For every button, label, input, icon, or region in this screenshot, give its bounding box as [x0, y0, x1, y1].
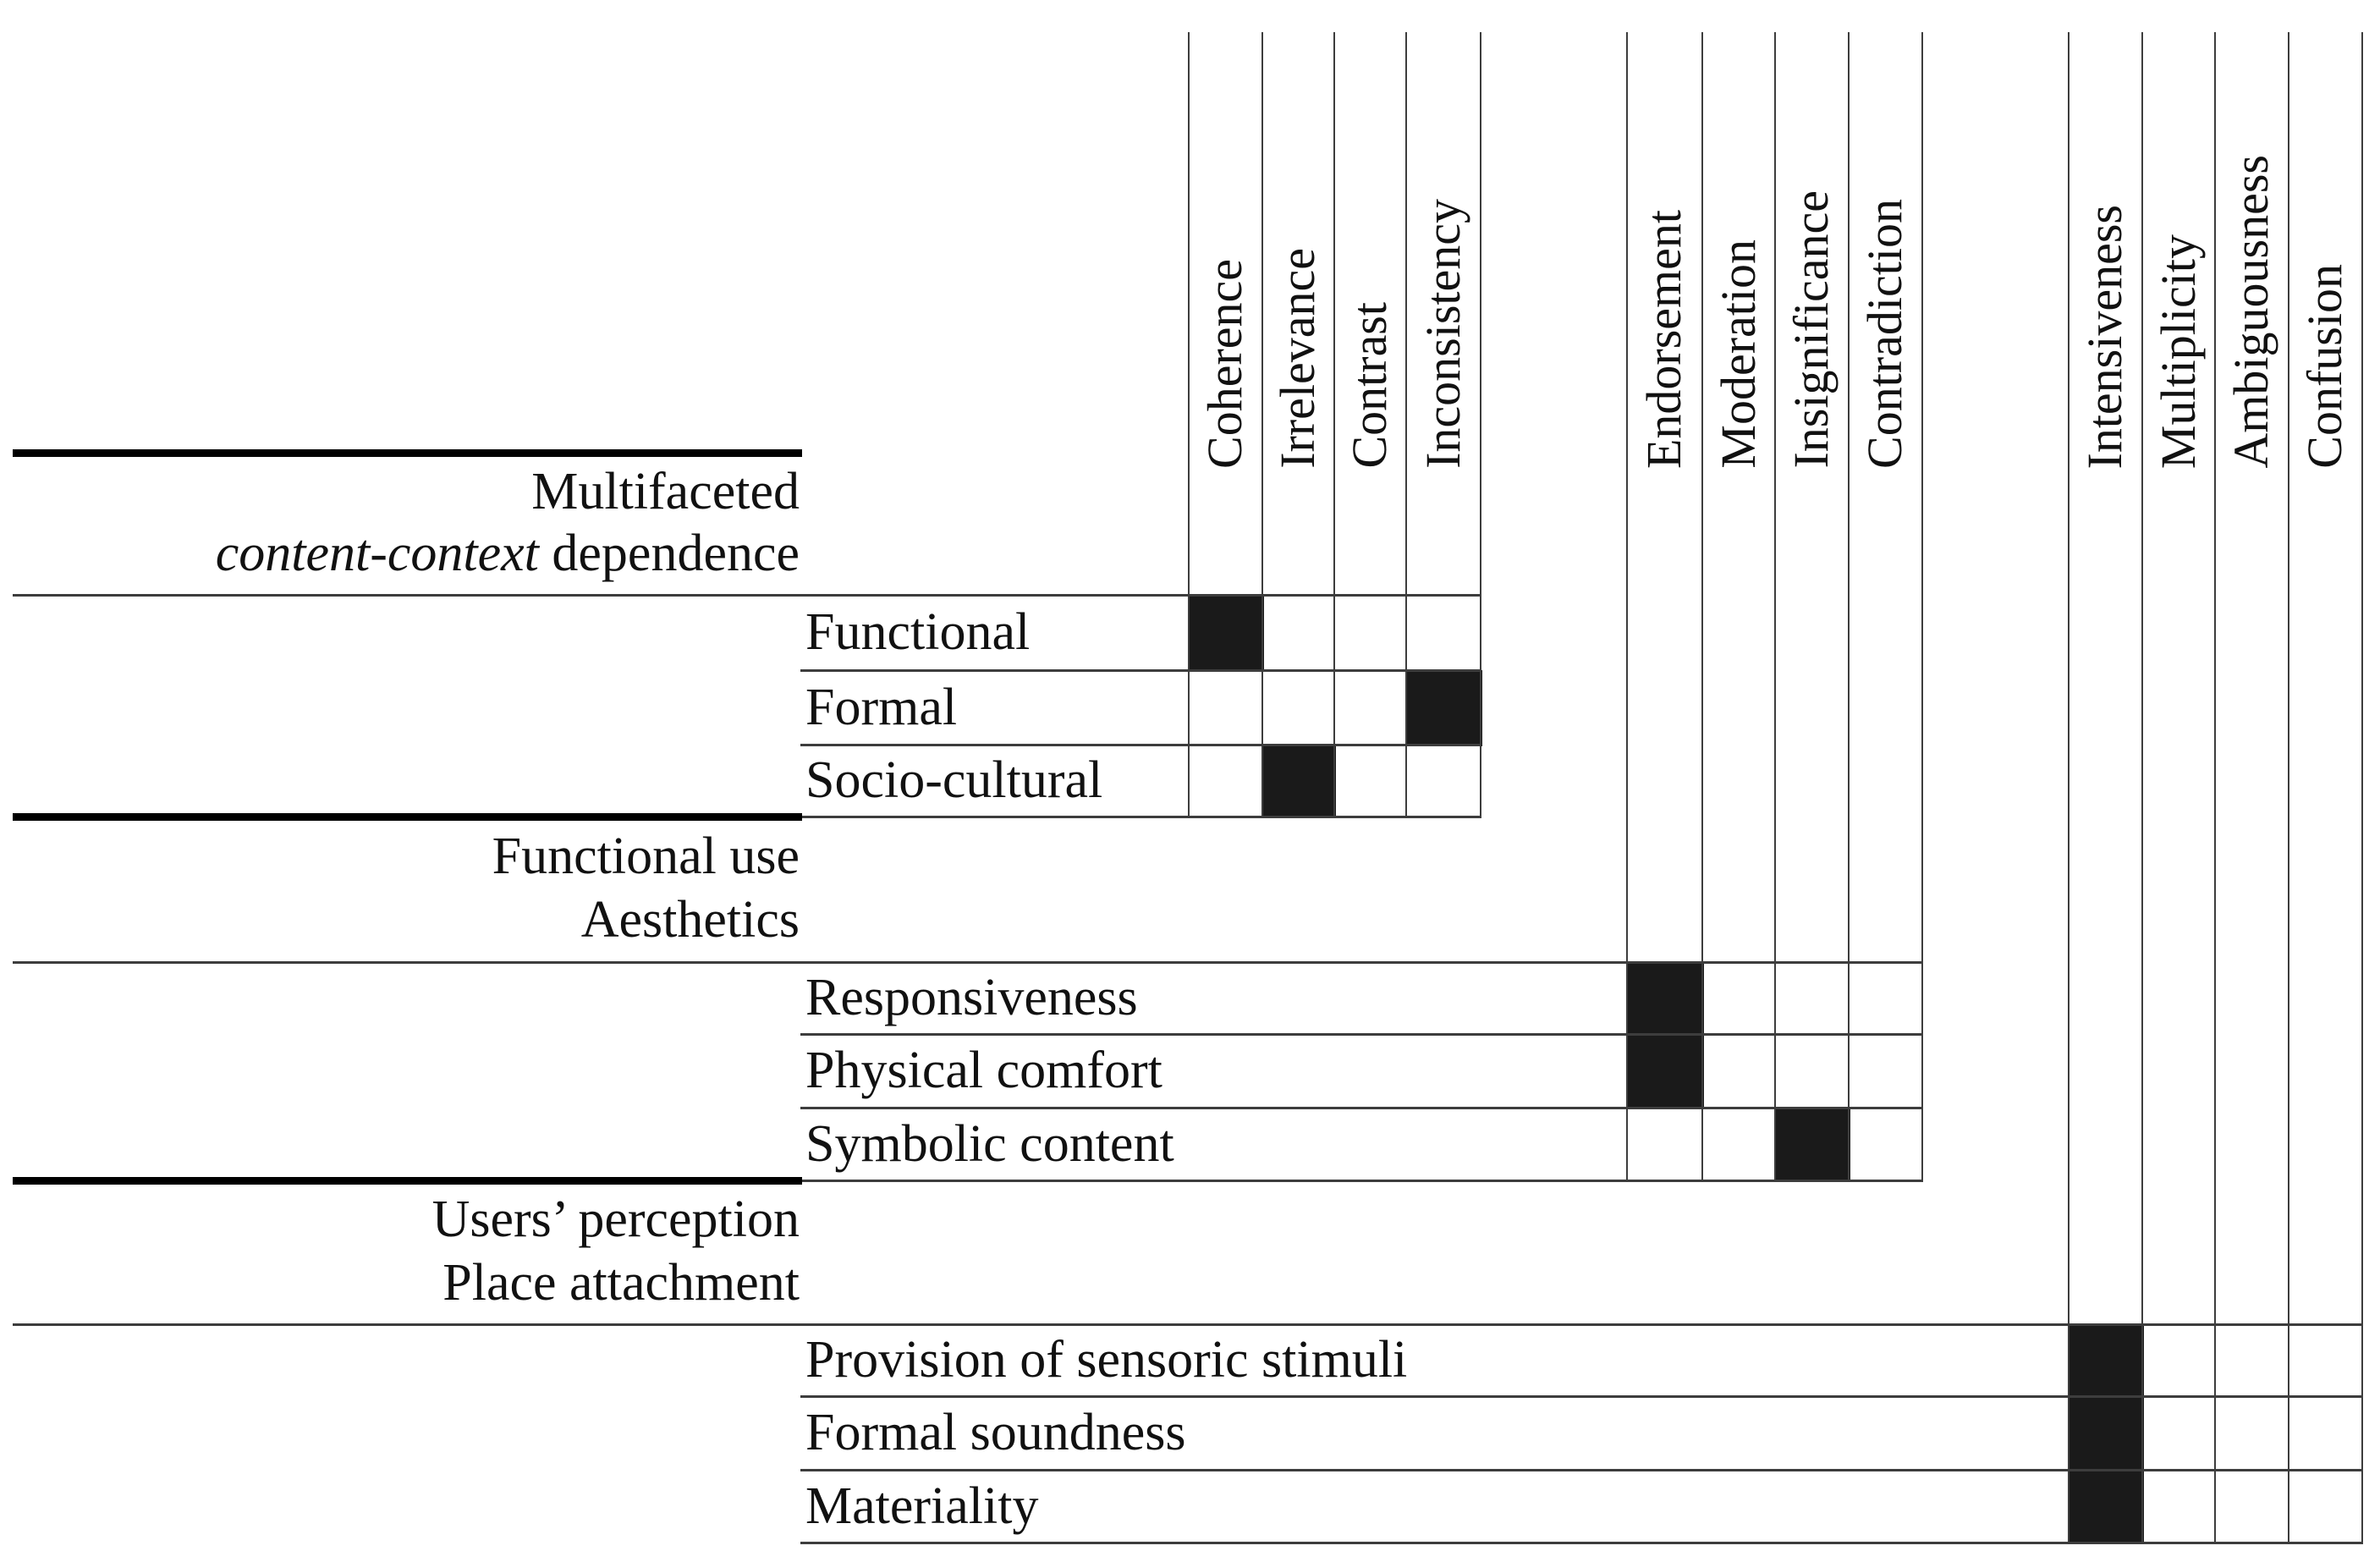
matrix-cell-mark — [1627, 1034, 1704, 1109]
grid-vline — [2361, 32, 2363, 1544]
row-label: Formal soundness — [805, 1404, 1186, 1461]
matrix-cell-mark — [2069, 1470, 2144, 1544]
section-title-italic-part: content-context — [215, 525, 539, 583]
column-header: Intensiveness — [2069, 32, 2142, 470]
section-divider — [13, 813, 802, 821]
grid-vline — [1188, 32, 1190, 818]
column-header: Contrast — [1334, 32, 1406, 469]
grid-hline — [800, 1395, 2363, 1398]
row-label: Physical comfort — [805, 1042, 1163, 1099]
section-title-line: Aesthetics — [581, 892, 800, 949]
column-header: Confusion — [2289, 32, 2362, 469]
section-title-part: dependence — [538, 525, 800, 583]
section-title-line: Functional use — [492, 828, 800, 885]
grid-vline — [1333, 32, 1335, 818]
grid-hline — [800, 1180, 1923, 1182]
column-header: Endorsement — [1627, 32, 1702, 469]
grid-hline — [800, 1542, 2363, 1544]
grid-hline — [800, 1033, 1923, 1036]
grid-vline — [2068, 32, 2069, 1544]
row-label: Symbolic content — [805, 1114, 1174, 1173]
section-title-line: content-context dependence — [216, 525, 800, 582]
column-header: Coherence — [1189, 32, 1262, 469]
column-header-label: Coherence — [1197, 259, 1253, 469]
grid-hline — [13, 1323, 2363, 1326]
section-title-part: Aesthetics — [580, 891, 800, 949]
section-title-part: Multifaceted — [531, 462, 800, 520]
grid-vline — [1405, 32, 1407, 818]
grid-vline — [2141, 32, 2143, 1544]
column-header-label: Insignificance — [1784, 190, 1839, 469]
row-label: Materiality — [805, 1477, 1039, 1535]
matrix-cell-mark — [1262, 745, 1336, 818]
column-header-label: Inconsistency — [1415, 199, 1470, 469]
section-title-part: Place attachment — [442, 1253, 800, 1312]
section-title-line: Place attachment — [442, 1253, 800, 1312]
grid-vline — [1626, 32, 1628, 1182]
column-header-label: Confusion — [2297, 264, 2353, 469]
column-header-label: Multiplicity — [2150, 234, 2206, 469]
grid-vline — [1261, 32, 1263, 818]
column-header: Moderation — [1702, 32, 1775, 469]
matrix-cell-mark — [1775, 1108, 1850, 1182]
grid-vline — [2214, 32, 2216, 1544]
column-header-label: Ambiguousness — [2223, 155, 2279, 469]
column-header-label: Contradiction — [1857, 199, 1913, 469]
grid-hline — [13, 961, 1923, 964]
grid-hline — [800, 1107, 1923, 1109]
column-header: Inconsistency — [1406, 32, 1481, 469]
section-title-line: Multifaceted — [531, 462, 800, 520]
grid-hline — [800, 1469, 2363, 1471]
row-label: Responsiveness — [805, 969, 1138, 1026]
section-title-part: Functional use — [492, 828, 800, 886]
grid-hline — [13, 594, 1481, 597]
matrix-cell-mark — [1627, 962, 1704, 1036]
column-header: Multiplicity — [2142, 32, 2215, 469]
column-header-label: Irrelevance — [1270, 248, 1326, 469]
grid-vline — [1848, 32, 1850, 1182]
row-label: Provision of sensoric stimuli — [805, 1331, 1408, 1389]
grid-vline — [1701, 32, 1703, 1182]
section-title-line: Users’ perception — [432, 1191, 800, 1248]
grid-vline — [1774, 32, 1776, 1182]
grid-hline — [800, 816, 1481, 818]
column-header: Ambiguousness — [2215, 32, 2289, 469]
column-header-label: Intensiveness — [2077, 204, 2133, 470]
section-divider — [13, 449, 802, 457]
column-header-label: Contrast — [1342, 302, 1398, 469]
row-label: Socio-cultural — [805, 751, 1103, 809]
section-title-part: Users’ perception — [431, 1191, 800, 1249]
grid-vline — [1921, 32, 1923, 1182]
grid-vline — [2288, 32, 2289, 1544]
matrix-cell-mark — [1189, 595, 1264, 672]
column-header: Irrelevance — [1262, 32, 1334, 469]
row-label: Functional — [805, 603, 1031, 661]
column-header: Contradiction — [1849, 32, 1922, 469]
matrix-cell-mark — [2069, 1324, 2144, 1398]
grid-hline — [800, 669, 1481, 672]
column-header-label: Endorsement — [1636, 209, 1692, 469]
column-header: Insignificance — [1775, 32, 1849, 469]
section-divider — [13, 1177, 802, 1185]
matrix-cell-mark — [1406, 670, 1482, 746]
column-header-label: Moderation — [1710, 239, 1766, 469]
row-label: Formal — [805, 678, 958, 736]
grid-hline — [800, 744, 1481, 746]
matrix-cell-mark — [2069, 1396, 2144, 1471]
grid-vline — [1480, 32, 1481, 818]
